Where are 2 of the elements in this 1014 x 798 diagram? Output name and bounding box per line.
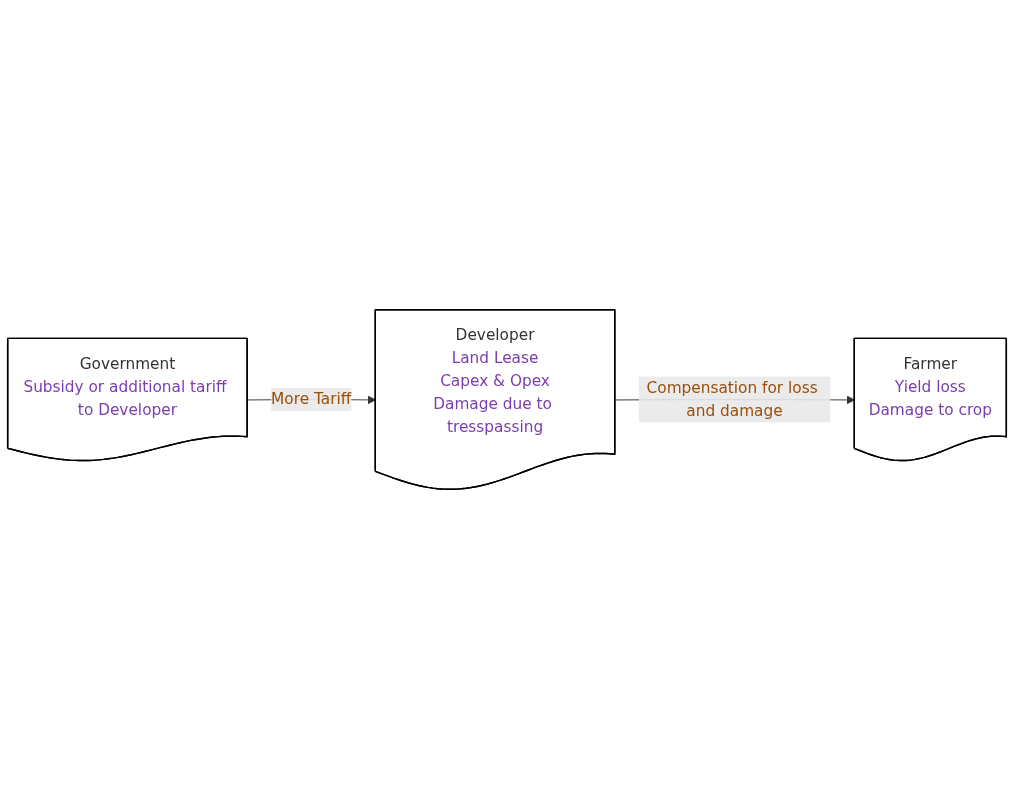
- edge-label: More Tariff: [271, 389, 352, 408]
- edge-label: Compensation for loss and damage: [646, 377, 818, 420]
